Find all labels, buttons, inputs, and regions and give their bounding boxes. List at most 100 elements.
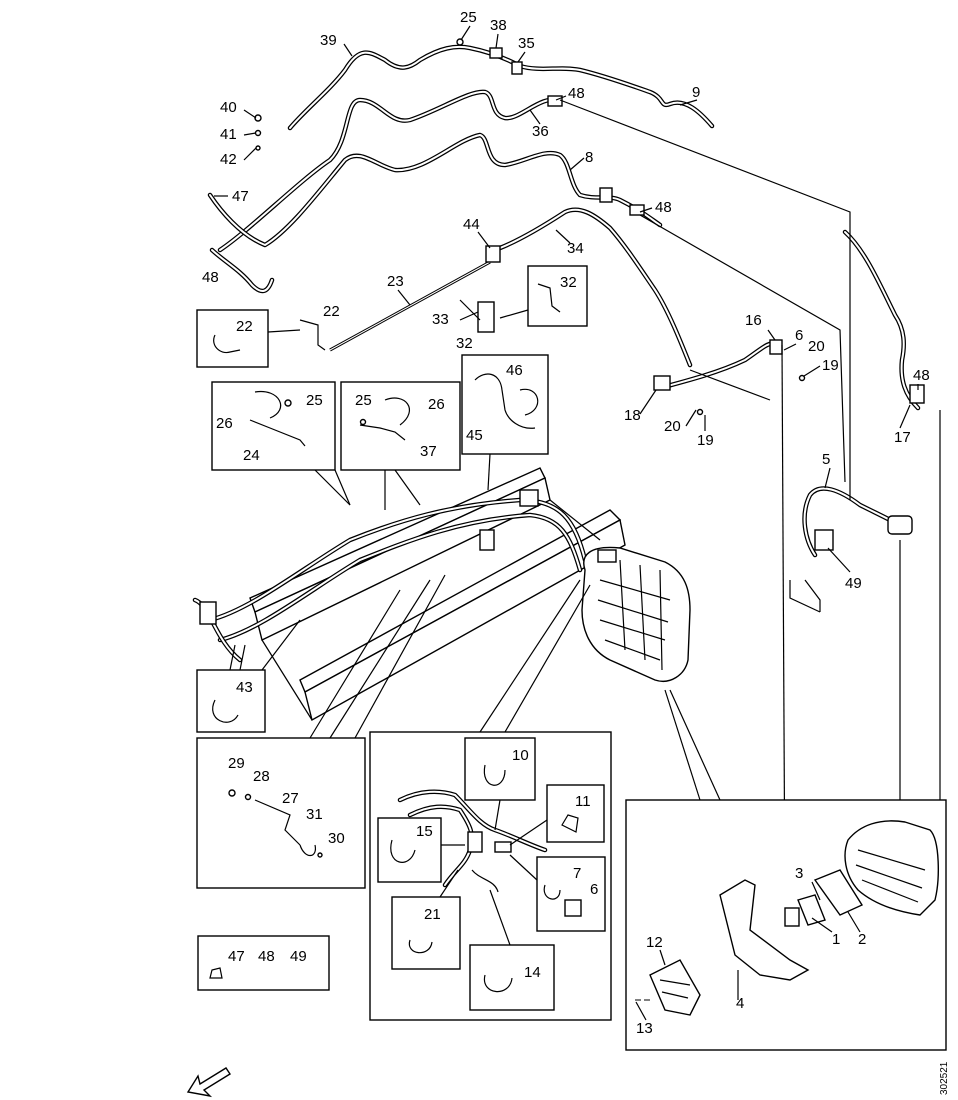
- direction-arrow-icon: [186, 1067, 231, 1098]
- callout-19: 19: [697, 432, 714, 449]
- callout-46: 46: [506, 362, 523, 379]
- callout-10: 10: [512, 747, 529, 764]
- lower-leaders: [229, 574, 721, 801]
- callout-6: 6: [590, 881, 598, 898]
- callout-4: 4: [736, 995, 744, 1012]
- pipe-23: [329, 260, 491, 352]
- detail-box-32: [527, 265, 588, 327]
- callout-38: 38: [490, 17, 507, 34]
- detail-box-43: [196, 669, 266, 733]
- callout-45: 45: [466, 427, 483, 444]
- callout-34: 34: [567, 240, 584, 257]
- chassis-frame: [249, 467, 626, 722]
- callout-24: 24: [243, 447, 260, 464]
- detail-box-25-37: [340, 381, 461, 471]
- clip-11: [561, 814, 579, 833]
- callout-21: 21: [424, 906, 441, 923]
- callout-3: 3: [795, 865, 803, 882]
- callout-25: 25: [460, 9, 477, 26]
- clip-26-right: [384, 397, 411, 426]
- clip-6: [564, 899, 582, 917]
- callout-2: 2: [858, 931, 866, 948]
- callout-48: 48: [913, 367, 930, 384]
- bracket-27: [228, 789, 323, 858]
- callout-13: 13: [636, 1020, 653, 1037]
- callout-37: 37: [420, 443, 437, 460]
- callout-36: 36: [532, 123, 549, 140]
- callout-17: 17: [894, 429, 911, 446]
- clip-43: [212, 699, 239, 723]
- pipe-16: [657, 341, 778, 391]
- callout-12: 12: [646, 934, 663, 951]
- callout-28: 28: [253, 768, 270, 785]
- callout-5: 5: [822, 451, 830, 468]
- callout-35: 35: [518, 35, 535, 52]
- fuel-tank: [581, 546, 691, 682]
- callout-49: 49: [290, 948, 307, 965]
- callout-41: 41: [220, 126, 237, 143]
- pipe-48-left: [209, 247, 275, 294]
- callout-47: 47: [228, 948, 245, 965]
- callout-8: 8: [585, 149, 593, 166]
- bracket-22: [299, 319, 326, 351]
- pipe-34: [497, 207, 693, 368]
- callout-49: 49: [845, 575, 862, 592]
- callout-44: 44: [463, 216, 480, 233]
- clip-46: [519, 388, 539, 416]
- callout-29: 29: [228, 755, 245, 772]
- center-pipes: [397, 789, 548, 893]
- callout-32: 32: [560, 274, 577, 291]
- callout-22: 22: [323, 303, 340, 320]
- callout-48: 48: [258, 948, 275, 965]
- callout-43: 43: [236, 679, 253, 696]
- callout-7: 7: [573, 865, 581, 882]
- bracket-24: [249, 419, 306, 447]
- detail-box-10: [464, 737, 536, 801]
- tank-mount-parts: [635, 820, 939, 1016]
- box-leaders: [314, 453, 491, 510]
- callout-48: 48: [568, 85, 585, 102]
- clip-15: [390, 839, 416, 863]
- clip-21: [408, 939, 433, 954]
- pipe-5: [802, 486, 908, 558]
- callout-39: 39: [320, 32, 337, 49]
- detail-box-21: [391, 896, 461, 970]
- bracket-22-detail: [213, 334, 241, 354]
- callout-15: 15: [416, 823, 433, 840]
- callout-1: 1: [832, 931, 840, 948]
- detail-box-11: [546, 784, 605, 843]
- callout-14: 14: [524, 964, 541, 981]
- callout-26: 26: [216, 415, 233, 432]
- callout-32: 32: [456, 335, 473, 352]
- callout-30: 30: [328, 830, 345, 847]
- detail-box-47-48-49: [197, 935, 330, 991]
- detail-box-45-46: [461, 354, 549, 455]
- callout-16: 16: [745, 312, 762, 329]
- detail-box-6-7: [536, 856, 606, 932]
- clip-7: [543, 884, 561, 900]
- callout-6: 6: [795, 327, 803, 344]
- pipe-36: [217, 89, 563, 253]
- callout-23: 23: [387, 273, 404, 290]
- fittings: [254, 38, 925, 551]
- callout-20: 20: [808, 338, 825, 355]
- callout-47: 47: [232, 188, 249, 205]
- bracket-32-detail: [537, 283, 561, 313]
- callout-20: 20: [664, 418, 681, 435]
- figure-reference: 302521: [939, 1061, 950, 1095]
- pipe-8: [207, 132, 663, 248]
- clip-47: [209, 967, 223, 979]
- clip-26-left: [254, 390, 282, 419]
- bracket-37: [359, 424, 406, 441]
- callout-22: 22: [236, 318, 253, 335]
- callout-11: 11: [575, 793, 591, 810]
- callout-18: 18: [624, 407, 641, 424]
- callout-48: 48: [655, 199, 672, 216]
- callout-48: 48: [202, 269, 219, 286]
- callout-leaders: [214, 25, 919, 1021]
- detail-box-15: [377, 817, 442, 883]
- detail-box-22: [196, 309, 269, 368]
- detail-box-24-26: [211, 381, 336, 471]
